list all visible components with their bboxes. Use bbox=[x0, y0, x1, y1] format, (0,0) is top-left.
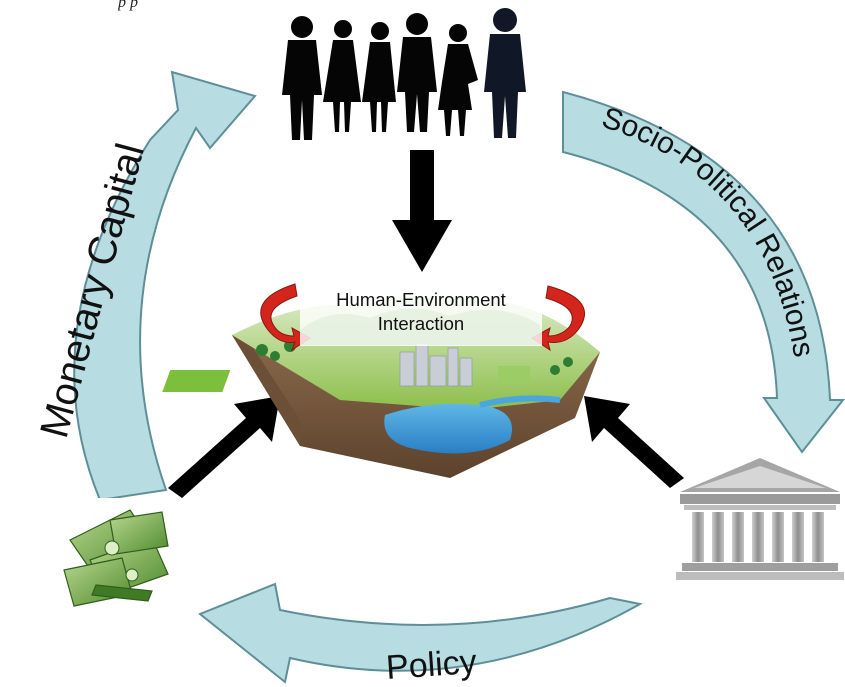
monetary-capital-flow-arrow bbox=[73, 70, 257, 502]
policy-label: Policy bbox=[385, 643, 478, 687]
government-building-icon bbox=[676, 458, 844, 580]
human-environment-interaction-label: Human-Environment Interaction bbox=[300, 284, 542, 346]
arrow-government-to-landscape bbox=[584, 396, 684, 488]
socio-political-flow-arrow bbox=[562, 90, 845, 454]
money-stack-icon bbox=[58, 498, 180, 607]
socio-political-label-path: Socio-Political Relations bbox=[598, 101, 820, 359]
caption-fragment: p p bbox=[118, 0, 138, 11]
arrow-money-to-landscape bbox=[168, 396, 280, 498]
center-label-line1: Human-Environment bbox=[336, 289, 506, 310]
policy-flow-arrow bbox=[198, 582, 643, 684]
center-label-line2: Interaction bbox=[377, 313, 465, 334]
people-silhouettes-icon bbox=[282, 8, 526, 140]
socio-political-label: Socio-Political Relations bbox=[598, 101, 820, 359]
arrow-people-to-landscape bbox=[392, 150, 452, 272]
